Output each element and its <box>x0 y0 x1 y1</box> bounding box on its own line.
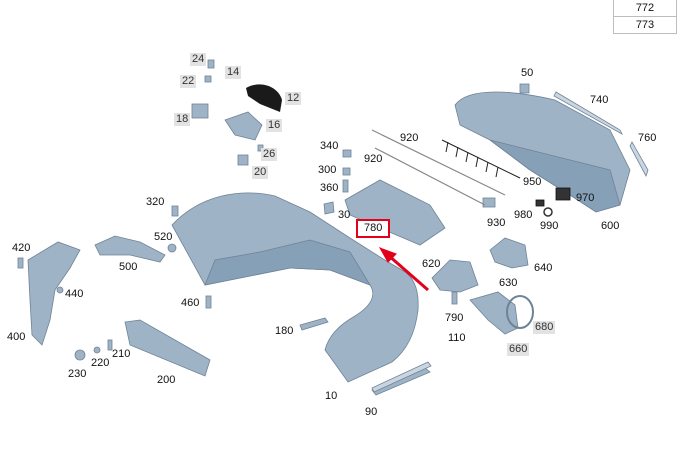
part-label[interactable]: 180 <box>275 325 294 337</box>
part-label[interactable]: 22 <box>180 75 197 88</box>
sensor-970 <box>555 187 571 201</box>
ring-680 <box>506 295 534 329</box>
part-label[interactable]: 300 <box>318 164 337 176</box>
part-label[interactable]: 50 <box>521 67 534 79</box>
part-label[interactable]: 110 <box>448 332 466 344</box>
ref-cell[interactable]: 772 <box>613 0 677 17</box>
part-label[interactable]: 360 <box>320 182 339 194</box>
part-label[interactable]: 500 <box>119 261 138 273</box>
clip-24 <box>207 59 215 69</box>
clip-300 <box>342 167 351 176</box>
part-930 <box>482 197 496 208</box>
part-label[interactable]: 16 <box>266 119 283 132</box>
part-label[interactable]: 630 <box>499 277 518 289</box>
part-label[interactable]: 460 <box>181 297 200 309</box>
part-label[interactable]: 12 <box>285 92 302 105</box>
part-label[interactable]: 210 <box>112 348 131 360</box>
center-bracket-780 <box>344 179 446 246</box>
part-label[interactable]: 660 <box>507 343 530 356</box>
bumper-cover <box>171 192 419 383</box>
clip-320 <box>171 205 179 217</box>
part-label[interactable]: 320 <box>146 196 165 208</box>
ref-cell[interactable]: 773 <box>613 16 677 34</box>
clip-22 <box>204 75 212 83</box>
part-label[interactable]: 18 <box>174 113 191 126</box>
part-label[interactable]: 340 <box>320 140 339 152</box>
part-label[interactable]: 20 <box>252 166 269 179</box>
highlighted-part-label[interactable]: 780 <box>356 219 391 238</box>
bracket-500 <box>94 235 166 263</box>
part-label[interactable]: 790 <box>445 312 464 324</box>
part-label[interactable]: 950 <box>523 176 542 188</box>
diffuser-trim-740 <box>553 91 623 135</box>
part-620 <box>431 259 479 293</box>
part-label[interactable]: 990 <box>540 220 559 232</box>
clip-980 <box>535 199 545 207</box>
part-label[interactable]: 90 <box>365 406 378 418</box>
part-label[interactable]: 600 <box>601 220 620 232</box>
part-label[interactable]: 520 <box>154 231 173 243</box>
part-50 <box>519 83 530 94</box>
part-label[interactable]: 30 <box>338 209 351 221</box>
part-label[interactable]: 26 <box>261 148 278 161</box>
part-label[interactable]: 220 <box>91 357 110 369</box>
part-label[interactable]: 24 <box>190 53 207 66</box>
part-label[interactable]: 14 <box>225 66 242 79</box>
clip-460 <box>205 295 212 309</box>
diffuser-trim-760 <box>629 141 649 178</box>
clip-520 <box>167 243 177 253</box>
trim-90 <box>371 361 432 393</box>
clip-790 <box>451 291 458 305</box>
part-label[interactable]: 970 <box>576 192 595 204</box>
clip-210 <box>107 339 113 351</box>
part-label[interactable]: 930 <box>487 217 506 229</box>
part-label[interactable]: 230 <box>68 368 87 380</box>
part-label[interactable]: 620 <box>422 258 441 270</box>
bracket-200 <box>124 319 211 377</box>
clip-220 <box>93 346 101 354</box>
ring-990 <box>543 207 553 217</box>
part-label[interactable]: 440 <box>65 288 84 300</box>
clip-230 <box>74 349 86 361</box>
clip-18 <box>191 103 209 119</box>
part-label[interactable]: 420 <box>12 242 31 254</box>
reference-table: 772 773 <box>613 0 677 34</box>
part-640 <box>489 237 529 269</box>
part-label[interactable]: 680 <box>533 321 556 334</box>
clip-440 <box>56 286 64 294</box>
clip-340 <box>342 149 352 158</box>
cover-12 <box>246 84 282 112</box>
rod-920b <box>374 147 486 206</box>
part-label[interactable]: 640 <box>534 262 553 274</box>
part-label[interactable]: 400 <box>7 331 26 343</box>
part-label[interactable]: 920 <box>400 132 419 144</box>
part-label[interactable]: 980 <box>514 209 533 221</box>
part-label[interactable]: 760 <box>638 132 657 144</box>
clip-20 <box>237 154 249 166</box>
clip-420 <box>17 257 24 269</box>
part-16 <box>224 111 263 141</box>
trim-180 <box>299 317 329 331</box>
part-label[interactable]: 740 <box>590 94 609 106</box>
part-660 <box>469 291 519 335</box>
rod-920a <box>371 129 506 196</box>
part-label[interactable]: 10 <box>325 390 338 402</box>
part-label[interactable]: 200 <box>157 374 176 386</box>
side-bracket-400 <box>27 241 81 346</box>
clip-30 <box>323 201 335 215</box>
part-label[interactable]: 920 <box>364 153 383 165</box>
highlight-arrow <box>378 247 429 292</box>
clip-360 <box>342 179 349 193</box>
bumper-trim-strip <box>371 367 431 396</box>
comb-950 <box>441 139 521 179</box>
